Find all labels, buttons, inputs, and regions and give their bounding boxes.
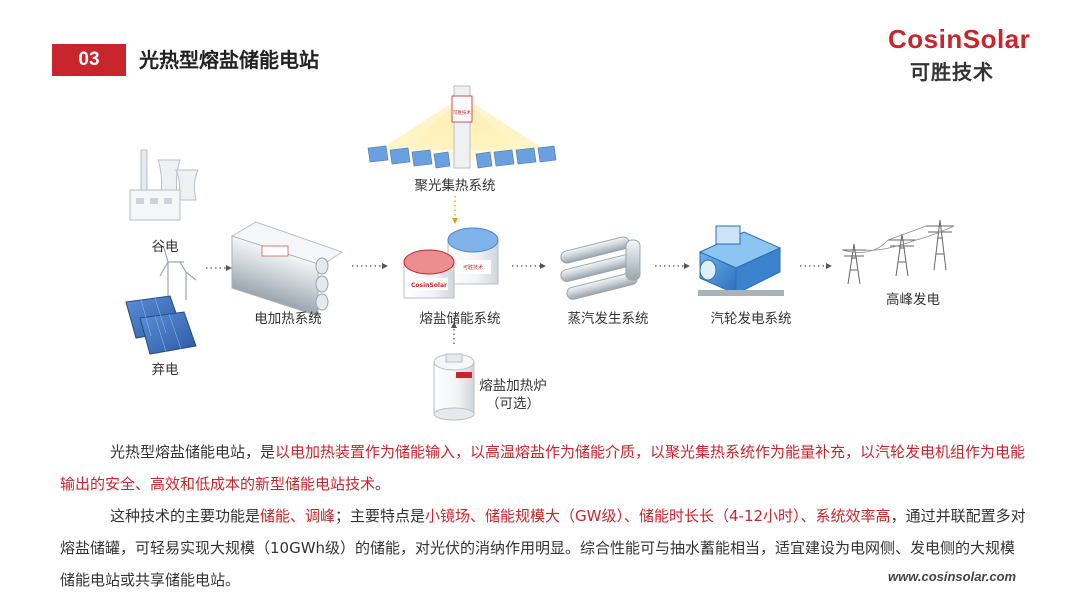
logo-english-text: CosinSolar — [888, 24, 1031, 54]
desc-highlight: 小镜场、储能规模大（GW级）、储能时长长（4-12小时）、系统效率高 — [425, 507, 891, 525]
svg-text:CosinSolar: CosinSolar — [411, 282, 447, 289]
renewables-icon — [125, 247, 197, 355]
section-number-badge: 03 — [52, 44, 126, 76]
desc-text: ，通过并联配置多对熔盐储罐，可轻易实现大规模（10GWh级）的储能，对光伏的消纳… — [60, 507, 1026, 589]
desc-text: ；主要特点是 — [335, 507, 426, 525]
steam-generator-icon — [560, 236, 641, 300]
salt-heater-optional-label: （可选） — [486, 396, 540, 412]
solar-tower-icon: 可胜技术 — [367, 85, 557, 169]
molten-salt-tanks-icon: 可胜技术 CosinSolar — [403, 227, 499, 299]
svg-text:可胜技术: 可胜技术 — [453, 109, 471, 116]
description-paragraph-2: 这种技术的主要功能是储能、调峰；主要特点是小镜场、储能规模大（GW级）、储能时长… — [60, 500, 1030, 596]
abandoned-power-label: 弃电 — [151, 362, 179, 378]
flow-arrows — [206, 196, 828, 344]
peak-power-label: 高峰发电 — [886, 292, 940, 308]
desc-text: 这种技术的主要功能是 — [110, 507, 261, 525]
company-logo: CosinSolar 可胜技术 — [888, 24, 1058, 84]
logo-chinese-text: 可胜技术 — [910, 60, 994, 84]
steam-turbine-icon — [698, 225, 784, 296]
salt-heater-furnace-icon — [433, 353, 475, 421]
solar-collection-label: 聚光集热系统 — [414, 178, 496, 194]
power-plant-icon — [129, 149, 199, 221]
description-paragraph-1: 光热型熔盐储能电站，是以电加热装置作为储能输入，以高温熔盐作为储能介质，以聚光集… — [60, 436, 1030, 500]
desc-highlight: 储能、调峰 — [260, 507, 336, 525]
electric-heating-label: 电加热系统 — [254, 311, 322, 327]
svg-text:可胜技术: 可胜技术 — [463, 264, 483, 271]
desc-highlight: 以电加热装置作为储能输入，以高温熔盐作为储能介质，以聚光集热系统作为能量补充，以… — [60, 443, 1026, 493]
arrow-heads — [226, 218, 832, 328]
salt-heater-label: 熔盐加热炉 — [479, 378, 547, 394]
turbine-generation-label: 汽轮发电系统 — [710, 311, 792, 327]
page-title: 光热型熔盐储能电站 — [139, 48, 319, 72]
electric-heater-icon — [230, 221, 344, 317]
transmission-towers-icon — [841, 219, 955, 285]
steam-generation-label: 蒸汽发生系统 — [567, 311, 649, 327]
website-link[interactable]: www.cosinsolar.com — [888, 569, 1017, 584]
valley-power-label: 谷电 — [151, 239, 179, 255]
molten-salt-storage-label: 熔盐储能系统 — [419, 311, 501, 327]
desc-text: 光热型熔盐储能电站，是 — [110, 443, 276, 461]
desc-text: 。 — [375, 475, 391, 493]
